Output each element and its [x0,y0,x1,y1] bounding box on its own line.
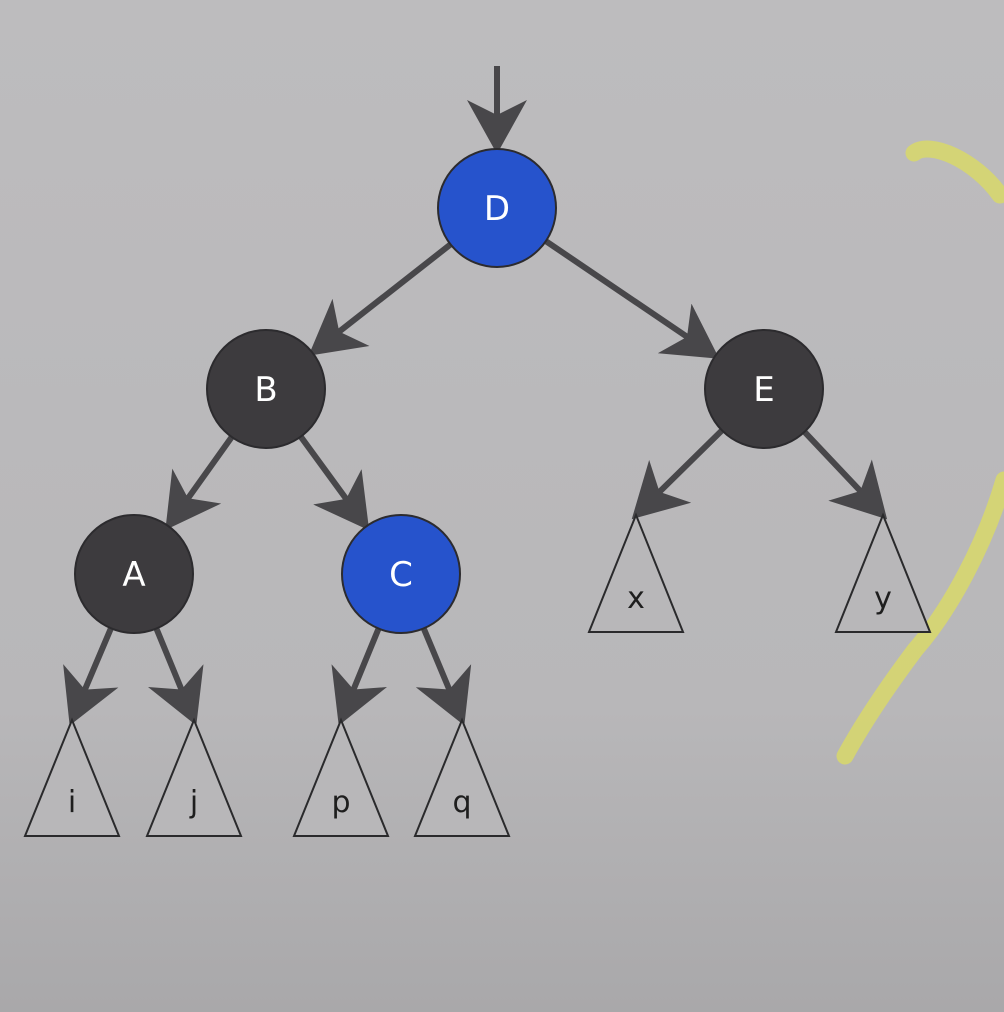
edge-D-B [308,240,454,356]
leaf-label: x [627,581,645,616]
edge-B-A [165,433,236,531]
node-B: B [206,329,326,449]
node-C: C [341,514,461,634]
node-circle [704,329,824,449]
node-circle [206,329,326,449]
leaf-label: i [68,785,76,820]
node-A: A [74,514,194,634]
leaf-triangle [587,512,685,633]
node-E: E [704,329,824,449]
leaf-j: j [145,717,243,837]
node-circle [437,148,557,268]
edge-C-q [415,625,472,726]
leaf-triangle [834,512,932,633]
leaf-triangle [413,717,511,837]
leaf-q: q [413,717,511,837]
edges-group [63,66,888,726]
leaf-i: i [23,717,121,837]
leaf-x: x [587,512,685,633]
node-label: A [122,555,145,595]
leaf-label: j [189,785,198,820]
edge-E-x [631,426,726,520]
leaf-label: p [331,785,350,820]
node-label: B [254,370,277,410]
edge-D-E [542,237,720,359]
edge-A-j [148,625,204,726]
leaf-label: q [452,785,471,820]
leaves-group: i j p q x y [23,512,932,837]
annotation-stroke [836,140,1004,765]
node-label: D [484,189,510,229]
leaf-p: p [292,717,390,837]
node-label: C [389,555,413,595]
edge-E-y [800,428,888,520]
node-label: E [753,370,774,410]
edge-A-i [63,625,119,726]
leaf-label: y [874,581,892,616]
edge-C-p [331,625,387,726]
node-circle [341,514,461,634]
leaf-triangle [292,717,390,837]
leaf-triangle [145,717,243,837]
edge-B-C [297,433,370,531]
leaf-y: y [834,512,932,633]
node-D: D [437,148,557,268]
leaf-triangle [23,717,121,837]
nodes-group: D B E A C [74,148,824,634]
node-circle [74,514,194,634]
